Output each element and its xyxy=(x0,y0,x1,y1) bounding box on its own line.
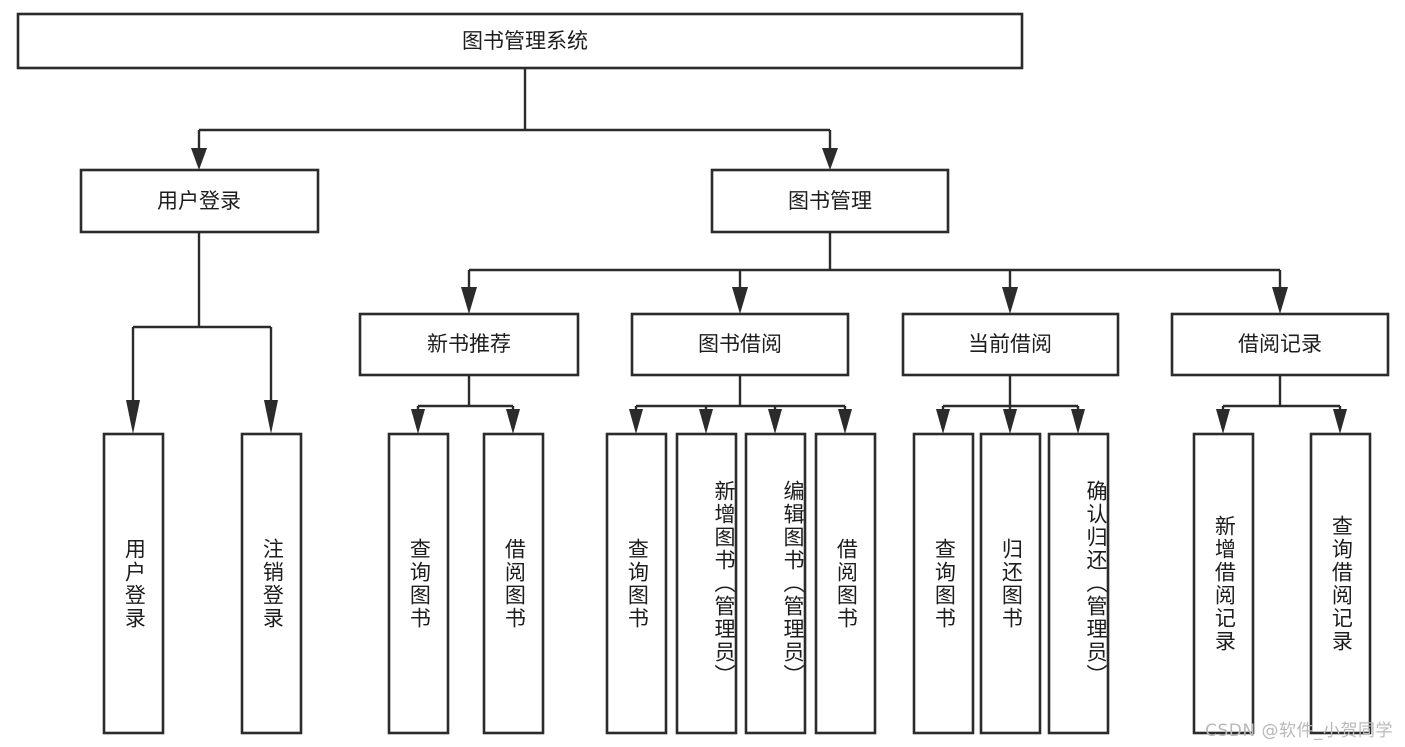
node-box-leaf-add-book[interactable] xyxy=(675,432,738,735)
node-label-borrow-record: 借阅记录 xyxy=(1238,332,1322,356)
node-label-current-borrow: 当前借阅 xyxy=(968,332,1052,356)
arrow-head-leaf-logout-login xyxy=(264,400,278,434)
arrow-head-leaf-borrow-book-2 xyxy=(838,409,852,434)
arrow-head-leaf-confirm-return xyxy=(1071,409,1085,434)
node-box-leaf-confirm-return[interactable] xyxy=(1047,432,1110,735)
arrow-head-leaf-query-record xyxy=(1333,409,1347,434)
node-box-leaf-query-book-3[interactable] xyxy=(912,432,975,735)
arrow-head-leaf-edit-book xyxy=(768,409,782,434)
node-label-book-borrow: 图书借阅 xyxy=(698,332,782,356)
arrow-head-user-login xyxy=(191,148,207,170)
node-box-current-borrow[interactable] xyxy=(901,312,1120,377)
arrow-head-leaf-user-login xyxy=(126,400,140,434)
arrow-head-leaf-return-book xyxy=(1003,409,1017,434)
node-box-leaf-edit-book[interactable] xyxy=(744,432,807,735)
arrow-head-leaf-query-book-2 xyxy=(629,409,643,434)
connector-group-borrow-record xyxy=(1216,375,1347,434)
node-box-leaf-query-record[interactable] xyxy=(1309,432,1372,735)
arrow-head-book-management xyxy=(822,148,838,170)
node-box-leaf-add-record[interactable] xyxy=(1192,432,1255,735)
node-box-leaf-query-book-2[interactable] xyxy=(605,432,668,735)
node-box-leaf-user-login[interactable] xyxy=(102,432,165,735)
arrow-head-leaf-query-book-3 xyxy=(936,409,950,434)
node-label-root: 图书管理系统 xyxy=(462,29,588,53)
node-box-user-login[interactable] xyxy=(79,168,320,234)
connector-group-new-book-recommend xyxy=(411,375,520,434)
node-label-new-book-recommend: 新书推荐 xyxy=(427,332,511,356)
node-box-book-borrow[interactable] xyxy=(630,312,850,377)
arrow-head-leaf-add-record xyxy=(1216,409,1230,434)
node-box-leaf-logout-login[interactable] xyxy=(240,432,303,735)
arrow-head-current-borrow xyxy=(1002,287,1018,314)
connector-group-current-borrow xyxy=(936,375,1085,434)
node-box-leaf-borrow-book-1[interactable] xyxy=(482,432,545,735)
arrow-head-book-borrow xyxy=(732,287,748,314)
arrow-head-leaf-add-book xyxy=(699,409,713,434)
node-box-root[interactable] xyxy=(16,12,1024,70)
node-box-book-management[interactable] xyxy=(710,168,950,234)
connector-group-root xyxy=(191,68,838,170)
node-box-new-book-recommend[interactable] xyxy=(358,312,580,377)
connector-group-book-management xyxy=(461,232,1288,314)
node-box-borrow-record[interactable] xyxy=(1170,312,1390,377)
node-label-user-login: 用户登录 xyxy=(157,189,241,213)
node-box-leaf-query-book-1[interactable] xyxy=(387,432,450,735)
arrow-head-leaf-borrow-book-1 xyxy=(506,409,520,434)
node-box-leaf-return-book[interactable] xyxy=(979,432,1042,735)
connector-group-user-login xyxy=(126,232,278,434)
connector-group-book-borrow xyxy=(629,375,852,434)
node-box-leaf-borrow-book-2[interactable] xyxy=(814,432,877,735)
csdn-watermark: CSDN @软件_小贺同学 xyxy=(1205,721,1393,741)
arrow-head-new-book-recommend xyxy=(461,287,477,314)
node-label-book-management: 图书管理 xyxy=(788,189,872,213)
arrow-head-borrow-record xyxy=(1272,287,1288,314)
arrow-head-leaf-query-book-1 xyxy=(411,409,425,434)
